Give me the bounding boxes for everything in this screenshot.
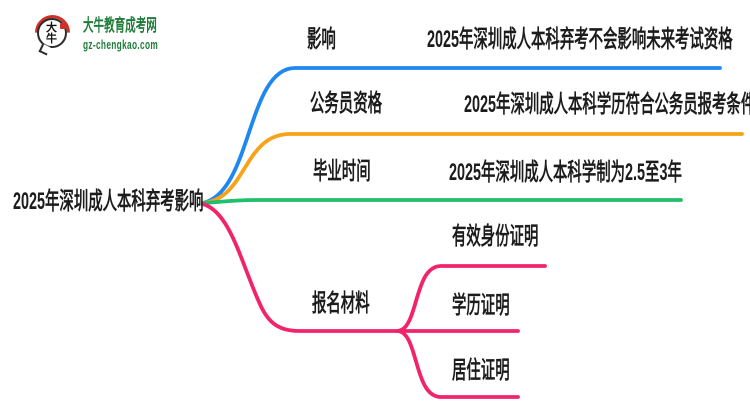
root-node[interactable]: 2025年深圳成人本科弃考影响 bbox=[13, 188, 204, 215]
branch-line-graduation bbox=[201, 198, 683, 205]
branch-graduation-label[interactable]: 毕业时间 bbox=[313, 158, 371, 185]
logo-icon: 大牛 bbox=[27, 7, 78, 58]
leaf-materials-residence[interactable]: 居住证明 bbox=[452, 357, 510, 384]
site-url: gz-chengkao.com bbox=[83, 37, 159, 53]
leaf-civil-service-detail[interactable]: 2025年深圳成人本科学历符合公务员报考条件 bbox=[464, 91, 750, 118]
branch-civil-service-label[interactable]: 公务员资格 bbox=[310, 90, 382, 117]
leaf-graduation-detail[interactable]: 2025年深圳成人本科学制为2.5至3年 bbox=[449, 159, 682, 186]
branch-impact-label[interactable]: 影响 bbox=[307, 26, 336, 53]
logo-seal-icon bbox=[60, 23, 66, 29]
logo-bubble bbox=[37, 18, 67, 48]
site-name: 大牛教育成考网 bbox=[83, 16, 157, 35]
logo-text-block: 大牛教育成考网 gz-chengkao.com bbox=[83, 15, 202, 53]
branch-materials-label[interactable]: 报名材料 bbox=[312, 290, 370, 317]
leaf-impact-detail[interactable]: 2025年深圳成人本科弃考不会影响未来考试资格 bbox=[427, 26, 733, 53]
leaf-materials-id[interactable]: 有效身份证明 bbox=[452, 223, 539, 250]
site-logo[interactable]: 大牛 大牛教育成考网 gz-chengkao.com bbox=[27, 7, 202, 58]
leaf-materials-diploma[interactable]: 学历证明 bbox=[452, 292, 510, 319]
logo-icon-text: 大牛 bbox=[46, 22, 57, 45]
